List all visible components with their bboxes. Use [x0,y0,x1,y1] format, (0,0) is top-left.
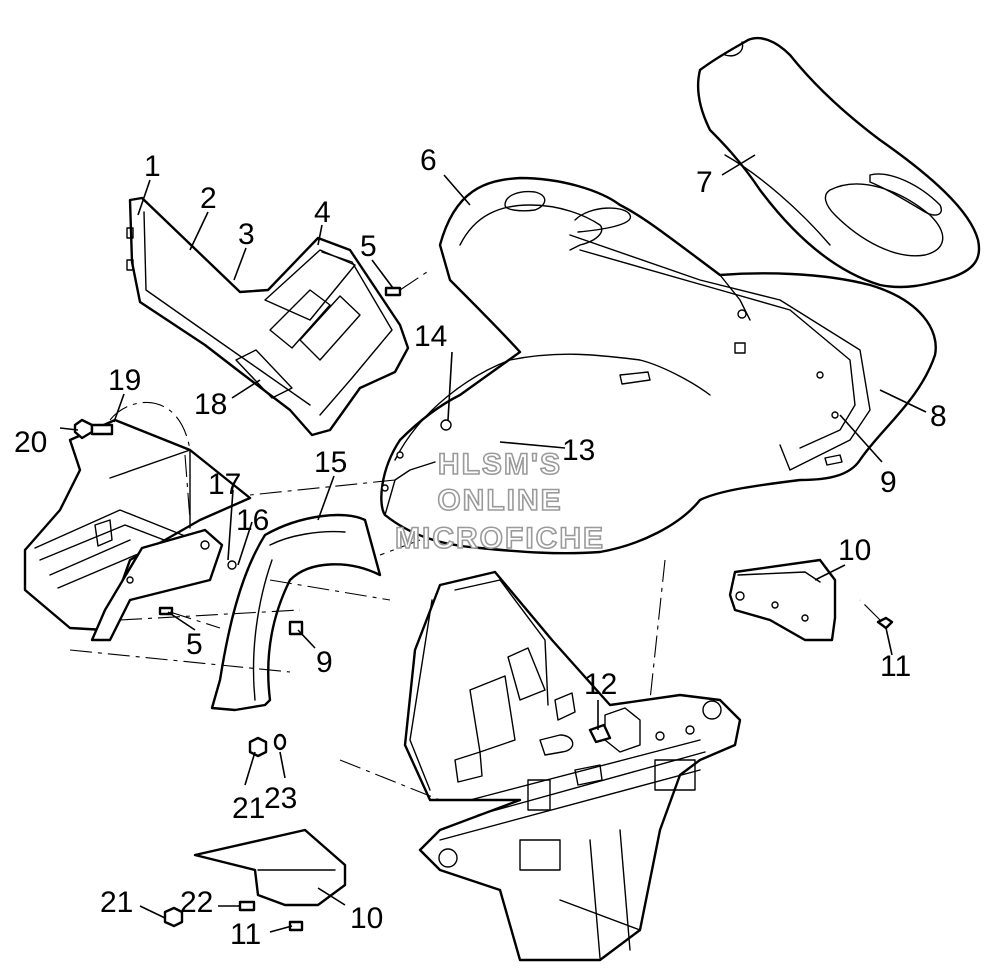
callout-10-lower: 10 [350,902,383,935]
watermark-line-1: HLSM'S [438,448,562,481]
front-body-panel [380,176,937,555]
callout-3: 3 [238,218,255,251]
callout-19: 19 [108,364,141,397]
watermark: HLSM'S ONLINE MICROFICHE [394,447,605,556]
assembly-lines [69,269,881,801]
callout-21-upper: 21 [232,792,265,825]
callout-13: 13 [562,434,595,467]
callout-16: 16 [236,504,269,537]
callout-5-upper: 5 [360,230,377,263]
callout-5-lower: 5 [186,628,203,661]
callout-11-lower: 11 [230,918,261,951]
callout-11-right: 11 [880,650,911,683]
leader-lines [59,154,927,933]
callout-23: 23 [264,782,297,815]
callout-15: 15 [314,446,347,479]
footrest-panel [126,196,410,437]
callout-20: 20 [14,426,47,459]
callout-7: 7 [696,166,713,199]
seat-cover [696,36,981,289]
callout-9-right: 9 [880,466,897,499]
callout-9-lower: 9 [316,646,333,679]
callout-2: 2 [200,182,217,215]
callout-22: 22 [180,886,213,919]
callout-4: 4 [314,196,331,229]
watermark-line-3: MICROFICHE [395,522,605,555]
front-fender-flare [210,513,382,712]
right-bracket [728,558,837,642]
hardware [73,286,894,932]
callouts: 1 2 3 4 5 6 7 8 9 10 11 12 13 14 15 16 1… [14,144,947,951]
callout-1: 1 [144,150,161,183]
callout-6: 6 [420,144,437,177]
callout-17: 17 [208,468,241,501]
callout-21-lower: 21 [100,886,133,919]
watermark-line-2: ONLINE [437,484,562,517]
callout-8: 8 [930,400,947,433]
lower-bracket [193,828,347,907]
callout-18: 18 [194,388,227,421]
frame-assembly [403,570,742,962]
callout-12: 12 [584,668,617,701]
callout-10-right: 10 [838,534,871,567]
callout-14: 14 [414,320,447,353]
left-floor-assembly [23,401,252,642]
